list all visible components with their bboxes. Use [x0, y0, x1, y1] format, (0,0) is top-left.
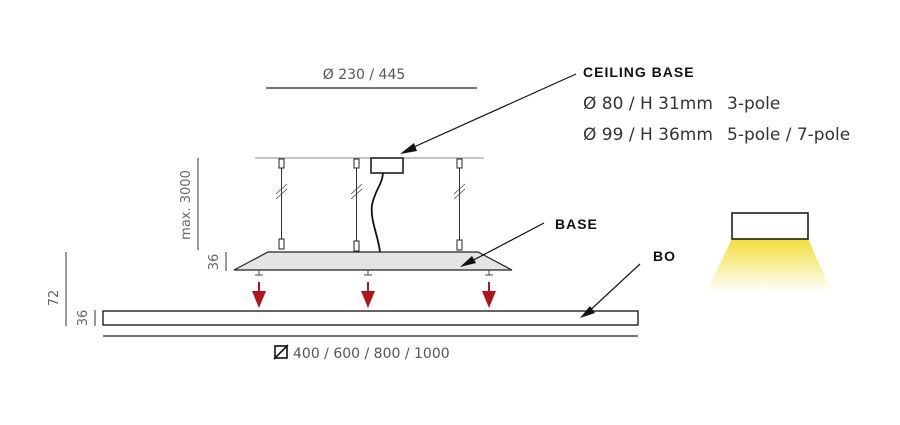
spec-1-size: Ø 80 / H 31mm [583, 94, 713, 114]
panel-sizes-label: 400 / 600 / 800 / 1000 [293, 346, 450, 362]
spec-2-poles: 5-pole / 7-pole [727, 125, 850, 145]
square-size-icon [273, 344, 289, 360]
base-height-label: 36 [207, 254, 222, 271]
base-label: BASE [555, 216, 598, 232]
ceiling-base-arrowhead [400, 143, 417, 154]
bo-leader [584, 263, 641, 316]
ceiling-base-label: CEILING BASE [583, 64, 695, 80]
suspension-wire-middle [350, 158, 363, 252]
total-height-label: 72 [47, 290, 62, 307]
suspension-wire-right [453, 158, 466, 251]
bo-label: BO [653, 248, 676, 264]
panel-height-label: 36 [76, 310, 91, 327]
attach-arrow-right [482, 282, 496, 308]
ceiling-base-leader [404, 73, 577, 152]
spec-1-poles: 3-pole [727, 94, 780, 114]
light-fixture-icon [706, 212, 832, 292]
bo-panel [102, 310, 639, 326]
bo-arrowhead [580, 306, 595, 318]
base-plate [233, 251, 513, 271]
max-length-label: max. 3000 [179, 170, 194, 240]
power-cable [370, 172, 384, 253]
attach-arrow-middle [361, 282, 375, 308]
ceiling-base-canopy [370, 157, 404, 174]
canopy-width-label: Ø 230 / 445 [323, 67, 406, 83]
attach-arrow-left [252, 282, 266, 308]
base-arrowhead [460, 256, 476, 267]
spec-2-size: Ø 99 / H 36mm [583, 125, 713, 145]
suspension-wire-left [275, 158, 288, 250]
base-leader [465, 222, 545, 265]
